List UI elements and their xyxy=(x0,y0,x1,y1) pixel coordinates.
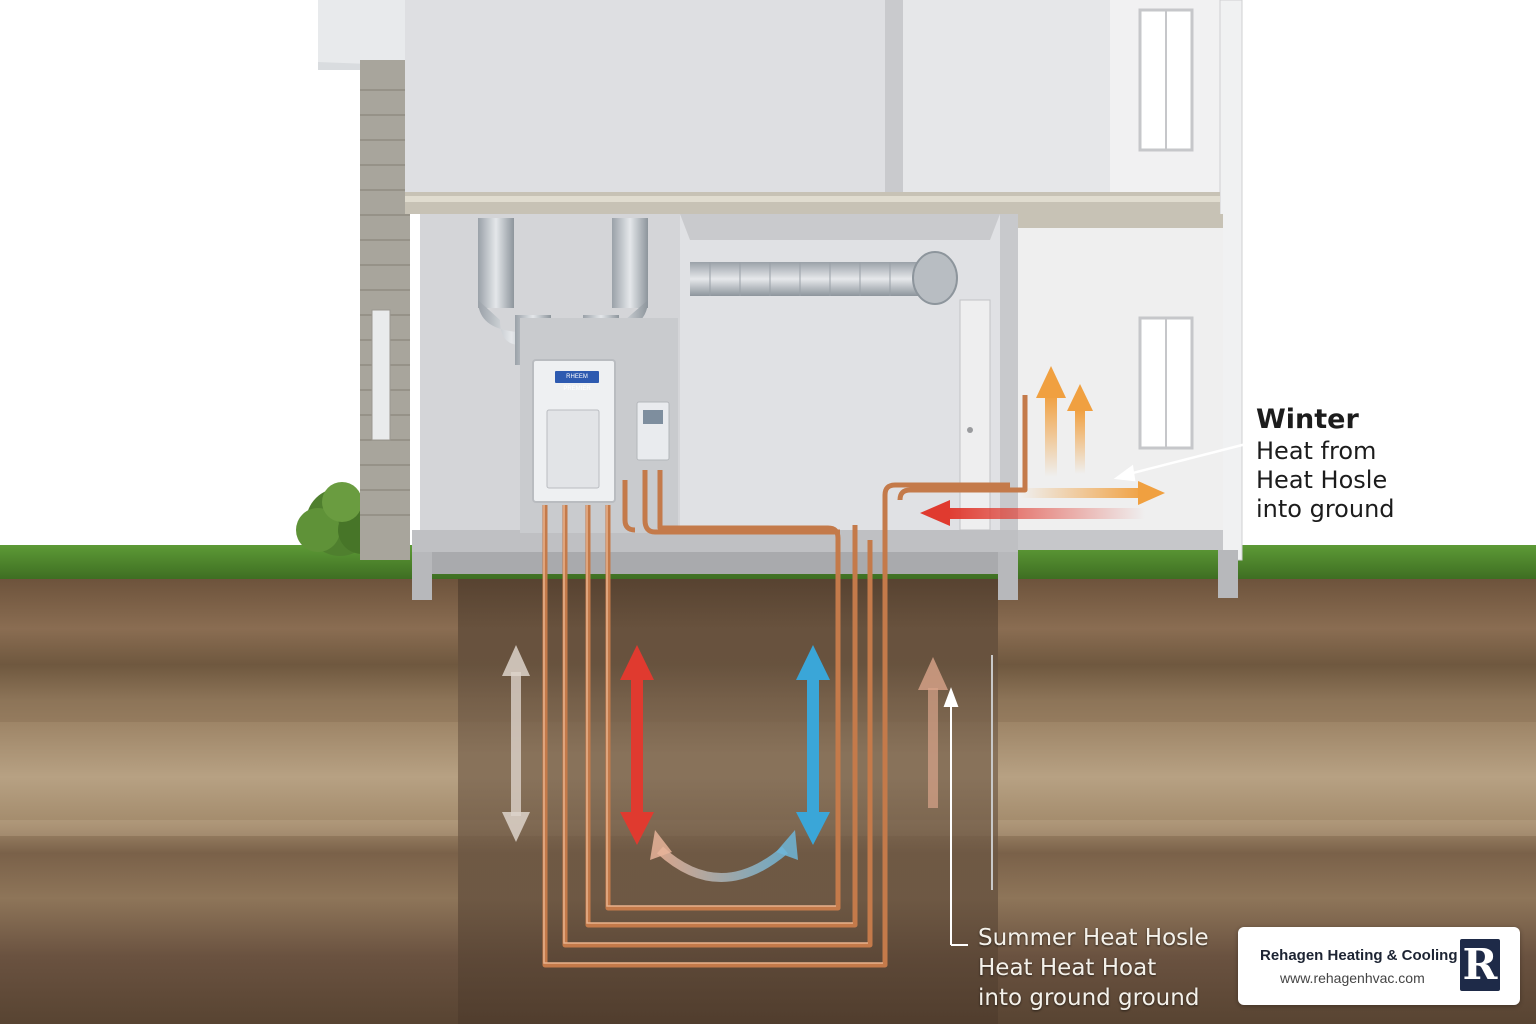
arrow-down-icon xyxy=(620,645,654,845)
heat-pump-unit xyxy=(520,318,678,533)
summer-label-line: into ground ground xyxy=(978,985,1200,1011)
upper-floor xyxy=(405,0,1243,561)
arrow-up-icon xyxy=(918,657,948,808)
door xyxy=(959,299,991,531)
winter-label-line: Heat Hosle xyxy=(1256,466,1388,494)
winter-label-title: Winter xyxy=(1256,404,1359,435)
winter-pointer-icon xyxy=(1113,441,1251,482)
floor-slab xyxy=(405,192,1220,214)
ground-loop-highlight xyxy=(543,505,883,964)
curved-transfer-arrow-icon xyxy=(656,846,788,882)
warm-air-up-icon xyxy=(1036,366,1093,477)
heat-right-arrow-icon xyxy=(1020,481,1165,505)
house-exterior xyxy=(318,0,420,560)
brand-url-link[interactable]: www.rehagenhvac.com xyxy=(1280,970,1425,986)
brand-name: Rehagen Heating & Cooling xyxy=(1260,947,1458,964)
brand-card[interactable]: Rehagen Heating & Cooling www.rehagenhva… xyxy=(1238,927,1520,1005)
ground-loop-pipes xyxy=(542,395,1028,968)
unit-brand-badge: RHEEM PREMIER xyxy=(555,371,599,392)
summer-label-line: Summer Heat Hosle xyxy=(978,925,1209,951)
summer-label-line: Heat Heat Hoat xyxy=(978,955,1157,981)
brand-logo: R xyxy=(1460,939,1500,991)
winter-label-line: Heat from xyxy=(1256,437,1377,465)
trench xyxy=(458,575,998,1024)
cooling-double-arrow-icon xyxy=(796,645,830,845)
winter-label-line: into ground xyxy=(1256,495,1395,523)
summer-pointer-icon xyxy=(943,687,968,946)
heat-left-arrow-icon xyxy=(920,500,1145,526)
double-arrow-icon xyxy=(502,645,530,842)
